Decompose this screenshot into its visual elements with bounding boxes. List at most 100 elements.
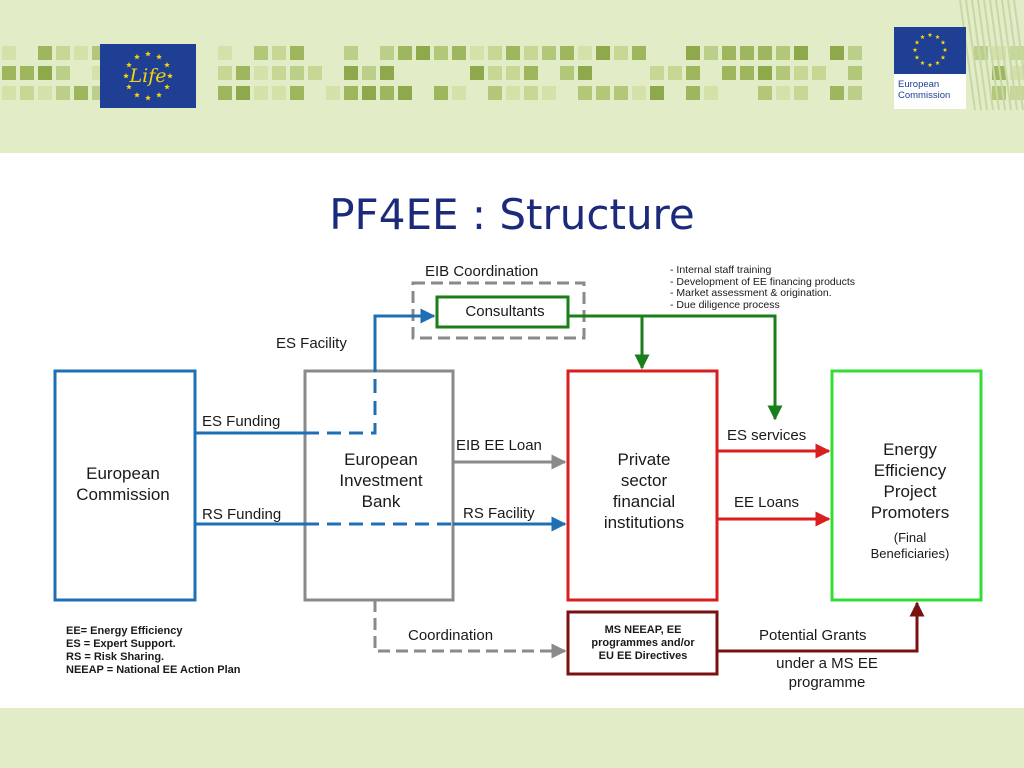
private-label-4: institutions xyxy=(604,513,684,532)
star-icon xyxy=(164,84,170,90)
ms-neeap-label-1: MS NEEAP, EE xyxy=(605,624,682,636)
mosaic-tile xyxy=(830,86,844,100)
mosaic-tile xyxy=(686,46,700,60)
mosaic-tile xyxy=(686,66,700,80)
mosaic-tile xyxy=(848,46,862,60)
mosaic-tile xyxy=(740,66,754,80)
promoters-box xyxy=(830,369,983,602)
mosaic-tile xyxy=(506,46,520,60)
task-item: - Market assessment & origination. xyxy=(670,287,832,300)
european-commission-logo: European Commission xyxy=(894,27,966,109)
mosaic-tile xyxy=(596,86,610,100)
mosaic-tile xyxy=(560,66,574,80)
private-label-1: Private xyxy=(618,450,671,469)
promoters-label-2: Efficiency xyxy=(874,461,947,480)
star-icon xyxy=(935,60,940,65)
mosaic-tile xyxy=(452,46,466,60)
promoters-label-1: Energy xyxy=(883,440,937,459)
star-icon xyxy=(920,34,925,39)
ec-logo-line1: European xyxy=(898,79,940,90)
task-item: - Internal staff training xyxy=(670,264,772,276)
mosaic-tile xyxy=(2,86,16,100)
es-funding-dashed-line xyxy=(305,372,377,435)
mosaic-tile xyxy=(434,86,448,100)
private-sector-box xyxy=(566,369,719,602)
rs-facility-label: RS Facility xyxy=(463,505,535,522)
legend-item: EE= Energy Efficiency xyxy=(66,625,183,637)
star-icon xyxy=(134,92,140,98)
mosaic-tile xyxy=(614,86,628,100)
es-services-label: ES services xyxy=(727,427,806,444)
mosaic-tile xyxy=(56,46,70,60)
ms-neeap-label-3: EU EE Directives xyxy=(599,650,688,662)
mosaic-tile xyxy=(794,66,808,80)
mosaic-tile xyxy=(758,46,772,60)
mosaic-tile xyxy=(488,46,502,60)
mosaic-tile xyxy=(236,66,250,80)
star-icon xyxy=(167,73,173,79)
mosaic-tile xyxy=(452,86,466,100)
star-icon xyxy=(156,53,162,60)
mosaic-tile xyxy=(704,86,718,100)
es-funding-label: ES Funding xyxy=(202,413,280,430)
star-icon xyxy=(940,55,946,60)
star-icon xyxy=(914,55,920,60)
mosaic-tile xyxy=(704,46,718,60)
coordination-label: Coordination xyxy=(408,627,493,644)
mosaic-tile xyxy=(434,46,448,60)
ms-neeap-label-2: programmes and/or xyxy=(591,637,695,649)
building-graphic xyxy=(959,0,1024,111)
promoters-label-3: Project xyxy=(884,482,937,501)
mosaic-tile xyxy=(524,86,538,100)
mosaic-tile xyxy=(686,86,700,100)
star-icon xyxy=(942,47,948,52)
legend-item: RS = Risk Sharing. xyxy=(66,651,165,663)
legend-item: ES = Expert Support. xyxy=(66,638,176,650)
life-logo: Life xyxy=(100,44,196,108)
promoters-note-1: (Final xyxy=(894,530,927,545)
ms-neeap-box xyxy=(566,610,719,676)
mosaic-tile xyxy=(326,86,340,100)
star-icon xyxy=(912,47,918,52)
mosaic-tile xyxy=(470,66,484,80)
mosaic-tile xyxy=(56,66,70,80)
mosaic-tile xyxy=(344,86,358,100)
abbreviations-legend: EE= Energy Efficiency ES = Expert Suppor… xyxy=(66,625,241,677)
star-icon xyxy=(927,32,933,37)
mosaic-tile xyxy=(740,46,754,60)
header-banner: Life European Commission xyxy=(0,0,1024,153)
star-icon xyxy=(940,40,946,45)
consultants-box xyxy=(435,295,570,329)
mosaic-tile xyxy=(830,46,844,60)
mosaic-tile xyxy=(542,46,556,60)
mosaic-tile xyxy=(758,66,772,80)
star-icon xyxy=(914,40,920,45)
eib-label-3: Bank xyxy=(362,492,401,511)
mosaic-tile xyxy=(578,86,592,100)
private-label-3: financial xyxy=(613,492,675,511)
eib-box xyxy=(303,369,455,602)
private-label-2: sector xyxy=(621,471,668,490)
mosaic-pattern xyxy=(2,0,1024,111)
mosaic-tile xyxy=(560,46,574,60)
mosaic-tile xyxy=(74,86,88,100)
mosaic-tile xyxy=(848,86,862,100)
star-icon xyxy=(134,53,140,60)
star-icon xyxy=(920,60,925,65)
mosaic-tile xyxy=(758,86,772,100)
mosaic-tile xyxy=(344,46,358,60)
mosaic-tile xyxy=(254,66,268,80)
eib-label-1: European xyxy=(344,450,418,469)
consultants-to-es-services-arrow xyxy=(568,314,783,421)
mosaic-tile xyxy=(650,66,664,80)
consultants-label: Consultants xyxy=(465,303,544,320)
mosaic-tile xyxy=(38,46,52,60)
mosaic-tile xyxy=(488,86,502,100)
mosaic-tile xyxy=(56,86,70,100)
mosaic-tile xyxy=(776,86,790,100)
under-ms-label-1: under a MS EE xyxy=(776,655,878,672)
mosaic-tile xyxy=(794,46,808,60)
mosaic-tile xyxy=(812,66,826,80)
mosaic-tile xyxy=(20,86,34,100)
mosaic-tile xyxy=(272,86,286,100)
